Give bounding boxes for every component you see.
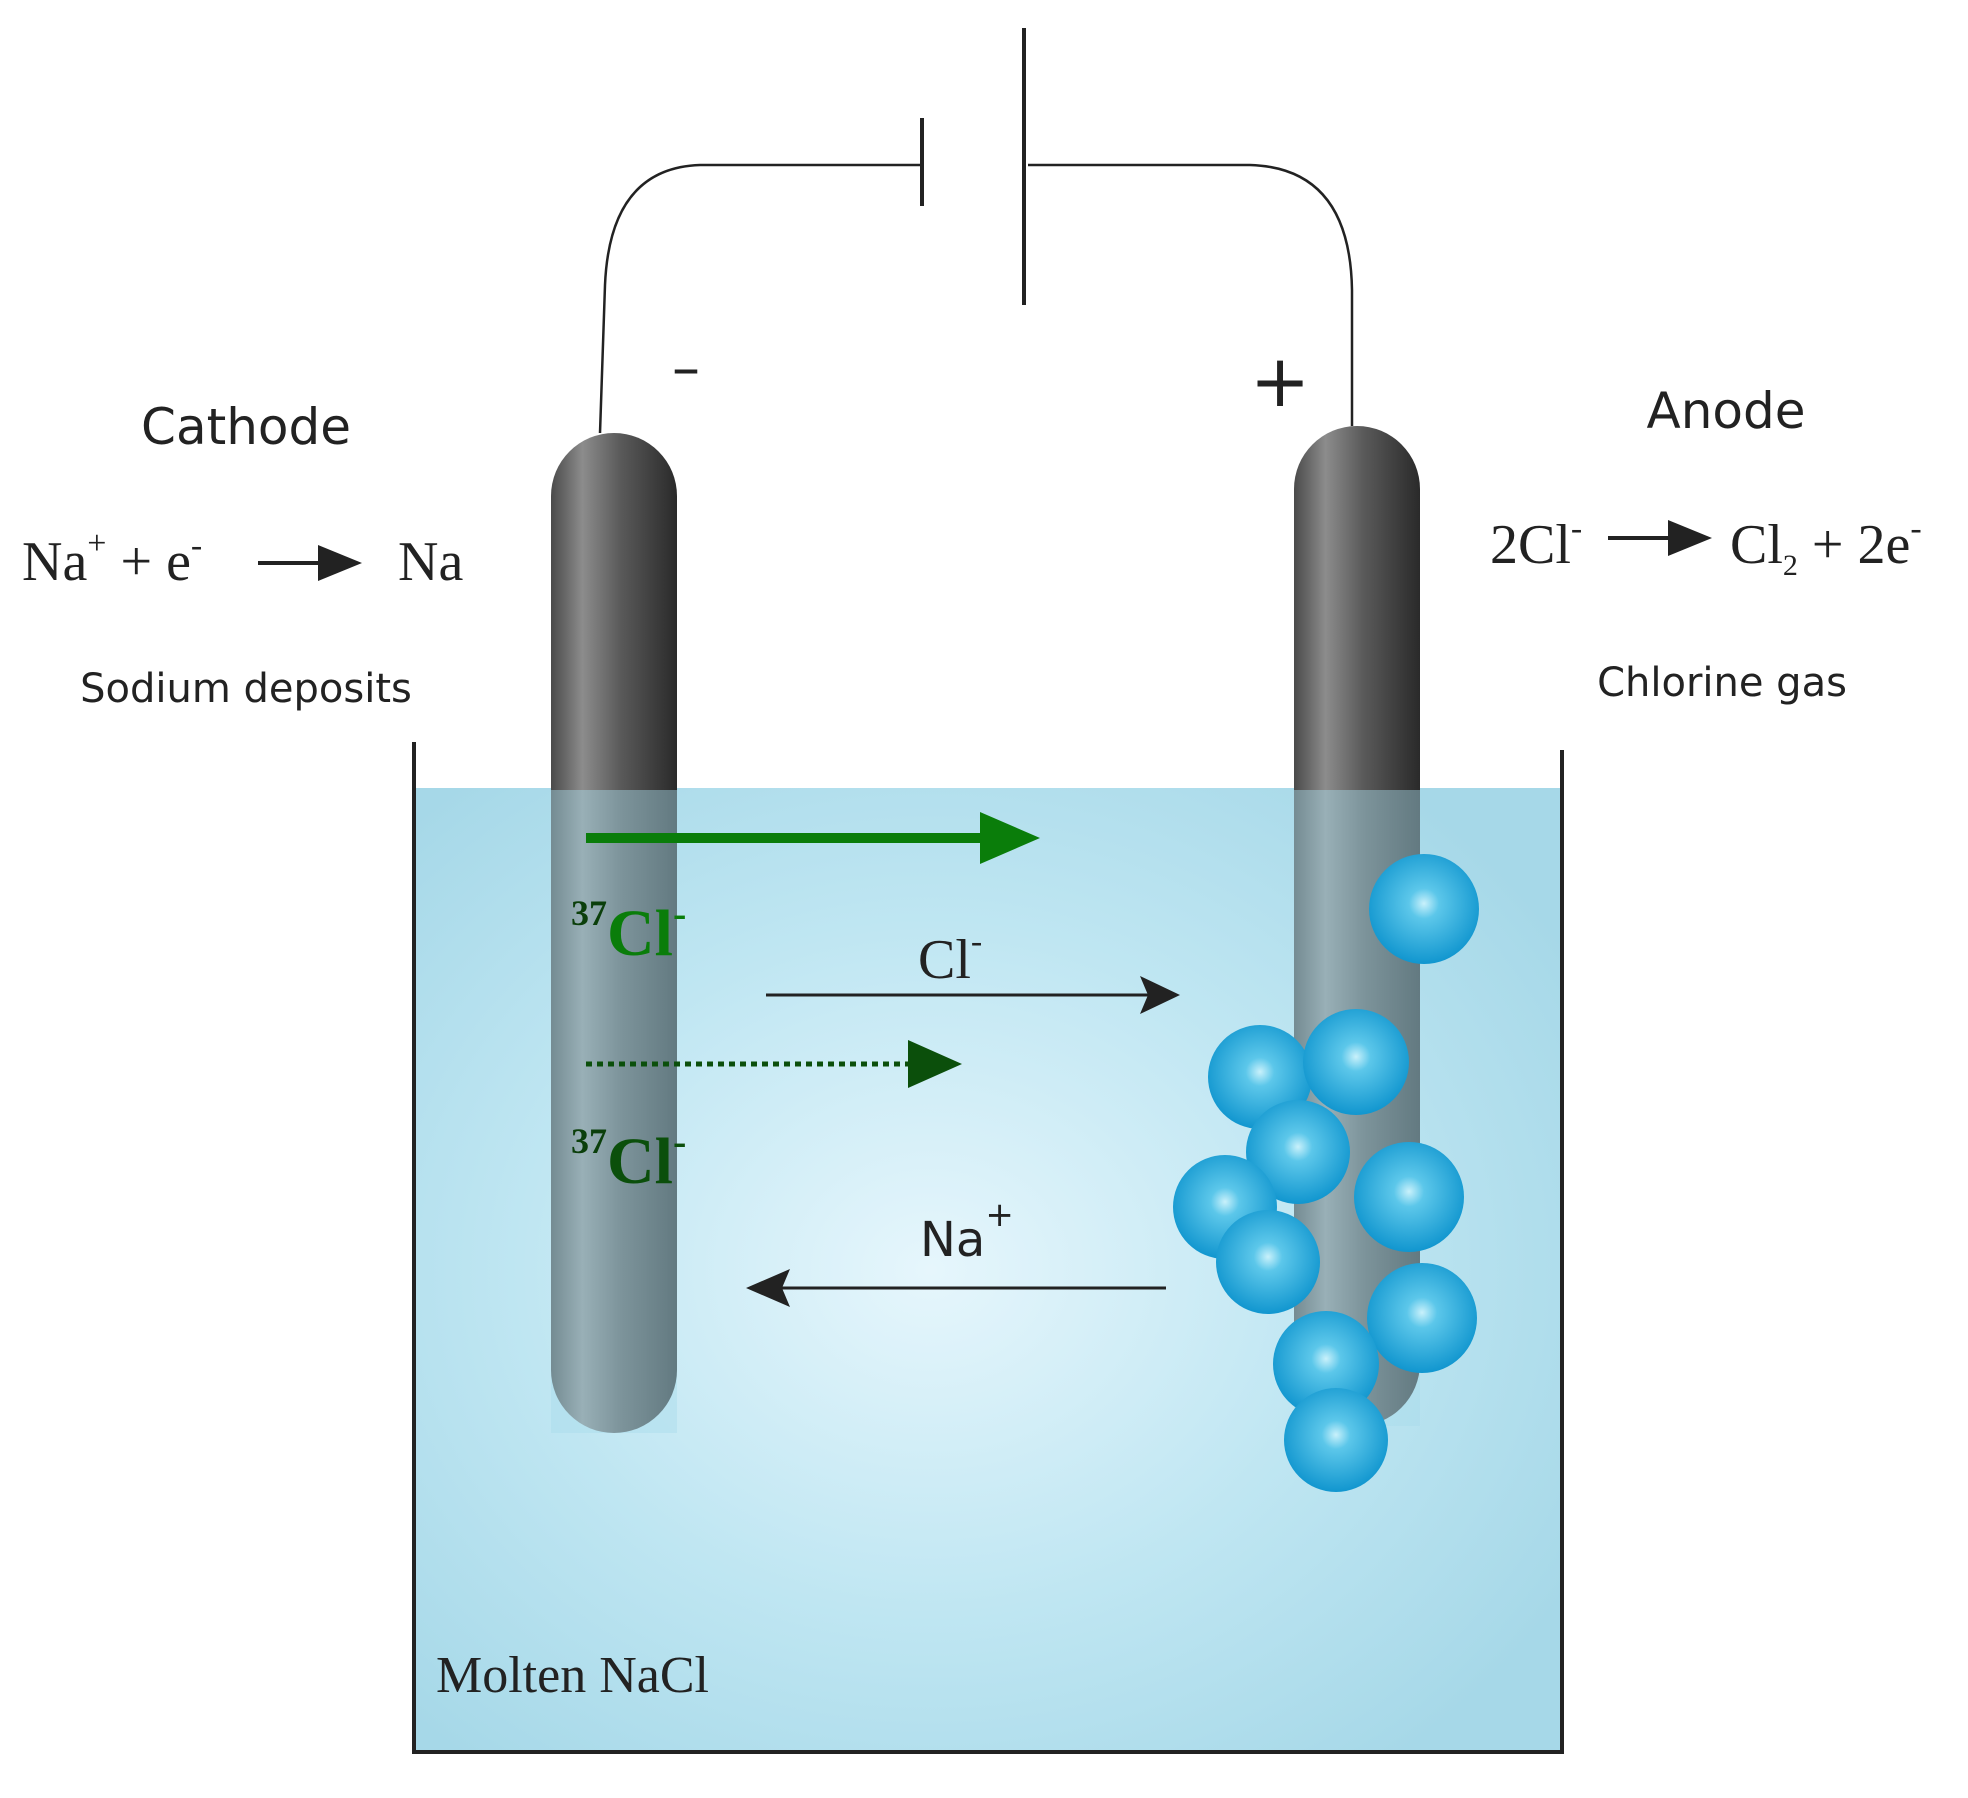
svg-text:Na: Na <box>398 531 463 593</box>
cl-migration-arrow <box>766 976 1180 1014</box>
wire-right <box>1028 163 1354 426</box>
green-solid-arrow <box>586 812 1040 864</box>
gas-bubble-icon <box>1303 1009 1409 1115</box>
molten-nacl-label: Molten NaCl <box>436 1647 709 1704</box>
gas-bubble-icon <box>1246 1100 1350 1204</box>
gas-bubble-icon <box>1369 854 1479 964</box>
wire-left <box>598 163 920 434</box>
svg-text:Na+ + e-: Na+ + e- <box>22 525 202 593</box>
svg-text:2Cl-: 2Cl- <box>1490 510 1582 576</box>
cathode-electrode <box>551 433 677 1433</box>
anode-equation: 2Cl- Cl2 + 2e- <box>1490 510 1922 582</box>
sodium-deposits-label: Sodium deposits <box>80 666 412 712</box>
cathode-label: Cathode <box>141 398 351 456</box>
anode-label: Anode <box>1647 382 1806 440</box>
na-ion-label: Na+ <box>920 1195 1014 1268</box>
green-dotted-arrow <box>586 1040 962 1088</box>
isotope-label-top: 37Cl- <box>571 891 686 970</box>
cathode-eq-arrow-icon <box>318 545 362 581</box>
gas-bubble-icon <box>1273 1311 1379 1417</box>
anode-eq-arrow-icon <box>1668 520 1712 556</box>
chlorine-bubbles <box>1173 854 1479 1492</box>
gas-bubble-icon <box>1354 1142 1464 1252</box>
plus-terminal-label: + <box>1250 339 1310 423</box>
battery-symbol-icon <box>920 28 1026 305</box>
svg-text:Cl2 + 2e-: Cl2 + 2e- <box>1730 510 1922 582</box>
na-migration-arrow <box>746 1269 1166 1307</box>
beaker <box>412 742 1564 1754</box>
gas-bubble-icon <box>1284 1388 1388 1492</box>
gas-bubble-icon <box>1367 1263 1477 1373</box>
cl-ion-label: Cl- <box>918 923 982 991</box>
cathode-equation: Na+ + e- Na <box>22 525 463 593</box>
isotope-label-bottom: 37Cl- <box>571 1119 686 1198</box>
gas-bubble-icon <box>1216 1210 1320 1314</box>
minus-terminal-label: – <box>672 336 700 401</box>
chlorine-gas-label: Chlorine gas <box>1597 660 1847 706</box>
